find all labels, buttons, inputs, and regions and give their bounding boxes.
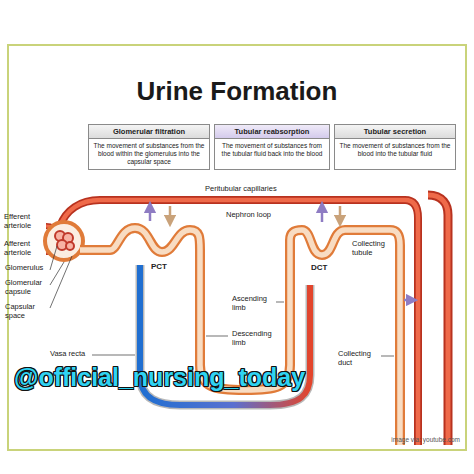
part-label: DCT: [311, 263, 341, 272]
title: Urine Formation: [0, 76, 474, 107]
part-label: Ascending limb: [232, 295, 278, 312]
leader-line: [50, 246, 394, 356]
box-heading: Tubular reabsorption: [215, 125, 329, 139]
part-label: Vasa recta: [50, 350, 92, 359]
exchange-arrow: [150, 206, 412, 300]
part-label: Efferent arteriole: [4, 213, 42, 230]
part-label: Afferent arteriole: [4, 240, 42, 257]
process-box: Tubular secretionThe movement of substan…: [334, 124, 456, 170]
part-label: Glomerular capsule: [5, 279, 50, 296]
watermark: @official_nursing_today: [14, 364, 434, 392]
process-box: Tubular reabsorptionThe movement of subs…: [214, 124, 330, 170]
part-label: Capsular space: [5, 303, 50, 320]
box-heading: Tubular secretion: [335, 125, 455, 139]
credit: image via: youtube.com: [330, 436, 460, 443]
box-body: The movement of substances from the tubu…: [215, 139, 329, 162]
process-box: Glomerular filtrationThe movement of sub…: [88, 124, 210, 170]
box-body: The movement of substances from the bloo…: [335, 139, 455, 162]
nephron-tubule: [80, 228, 400, 445]
part-label: Peritubular capillaries: [205, 185, 315, 194]
peritubular-capillary: [60, 200, 418, 445]
blood-vessel: [428, 195, 448, 445]
box-body: The movement of substances from the bloo…: [89, 139, 209, 169]
part-label: Collecting duct: [338, 350, 380, 367]
part-label: Glomerulus: [5, 264, 50, 273]
glomerular-capsule: [45, 222, 83, 260]
part-label: PCT: [151, 262, 181, 271]
glomerulus: [55, 231, 74, 250]
box-heading: Glomerular filtration: [89, 125, 209, 139]
part-label: Descending limb: [232, 330, 284, 347]
part-label: Collecting tubule: [352, 240, 392, 257]
part-label: Nephron loop: [226, 211, 296, 220]
